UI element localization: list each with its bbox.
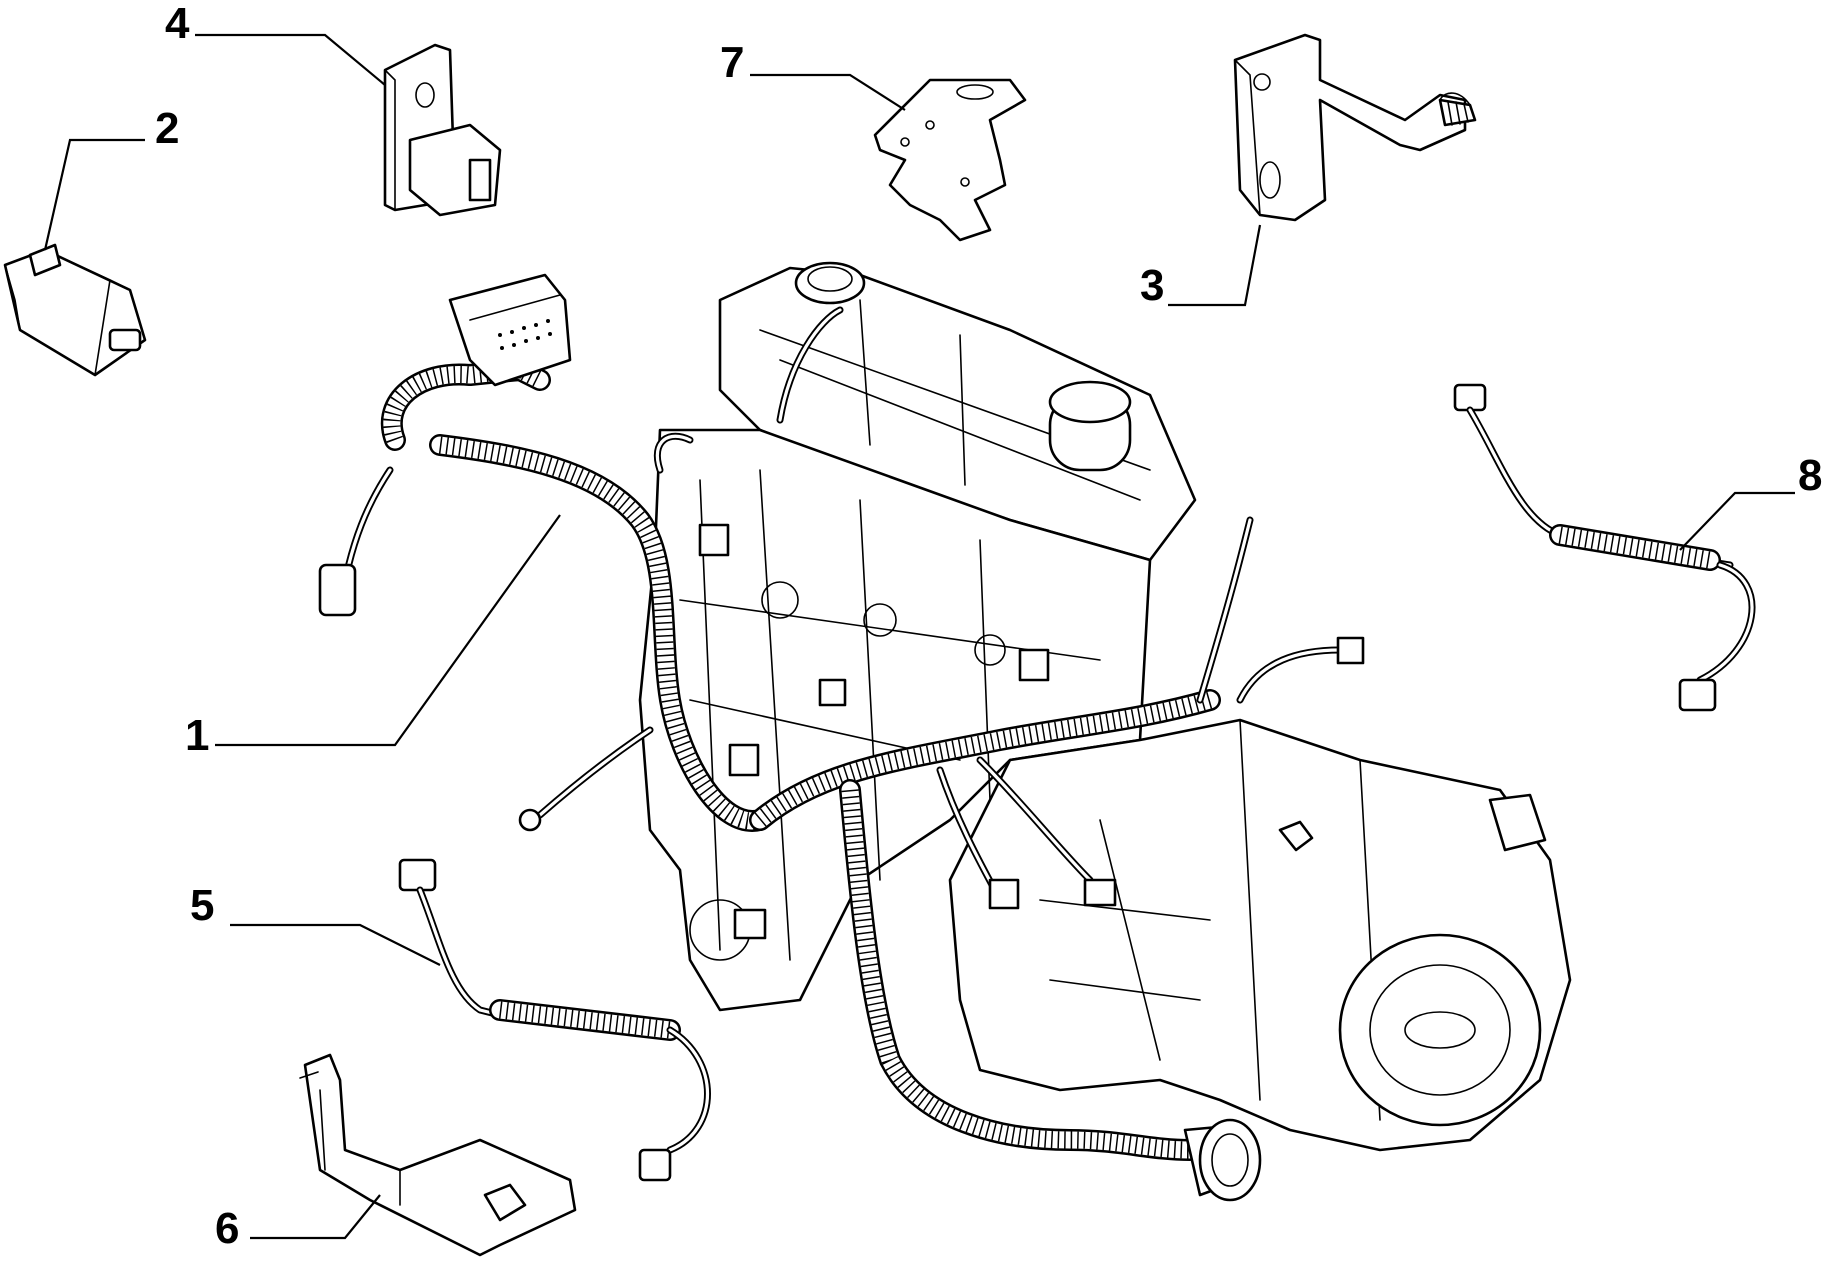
callout-3-number: 3 <box>1140 261 1164 310</box>
stud-thread <box>1447 101 1469 126</box>
callout-2-number: 2 <box>155 104 179 153</box>
callout-8-number: 8 <box>1798 451 1822 500</box>
part-8-sensor-lead <box>1453 383 1756 712</box>
callout-4: 4 <box>165 0 386 86</box>
part-6-support-bracket <box>299 1053 577 1257</box>
callout-5: 5 <box>190 881 441 966</box>
callout-4-number: 4 <box>165 0 190 48</box>
part-3-l-bracket-stud <box>1233 33 1477 222</box>
callout-2: 2 <box>43 104 179 251</box>
callout-8: 8 <box>1679 451 1822 551</box>
part-4-bracket-connector <box>383 43 502 217</box>
connector-pins <box>498 319 552 350</box>
callout-6: 6 <box>215 1194 381 1253</box>
engine-assembly <box>318 261 1572 1202</box>
part-2-connector <box>3 243 147 377</box>
callout-5-number: 5 <box>190 881 214 930</box>
callout-1: 1 <box>185 514 561 760</box>
callout-6-number: 6 <box>215 1204 239 1253</box>
callout-3: 3 <box>1140 224 1262 310</box>
callout-7-number: 7 <box>720 38 744 87</box>
callout-1-number: 1 <box>185 711 209 760</box>
callout-7: 7 <box>720 38 906 111</box>
part-7-bracket-plate <box>873 78 1027 242</box>
part-5-sensor-lead <box>398 858 711 1182</box>
